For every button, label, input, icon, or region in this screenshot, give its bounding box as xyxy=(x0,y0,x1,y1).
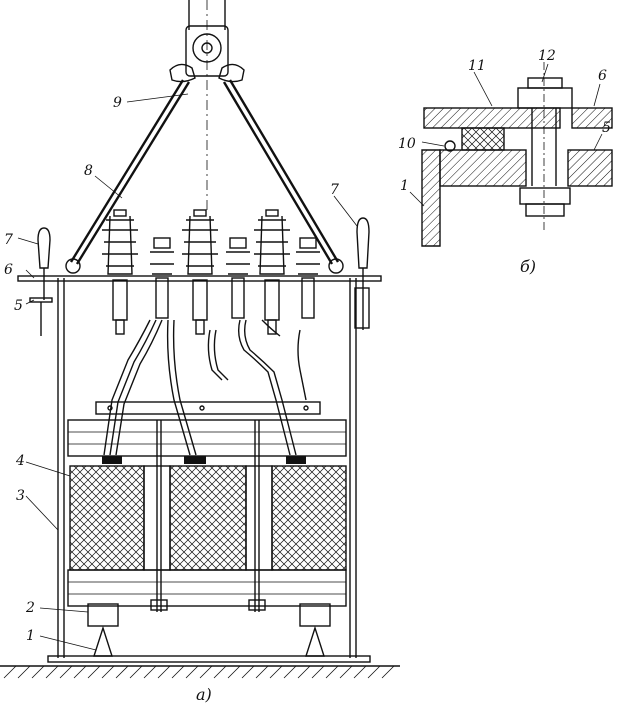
callout-3: 3 xyxy=(16,488,25,504)
callout-1-detail: 1 xyxy=(400,178,409,194)
lifting-slings xyxy=(65,79,344,274)
callout-1: 1 xyxy=(26,628,35,644)
support-bar xyxy=(95,401,321,415)
callout-5-detail: 5 xyxy=(602,120,611,136)
lead-wires xyxy=(103,319,307,456)
frame-posts xyxy=(57,278,357,658)
guide-rods xyxy=(37,217,370,330)
callout-5: 5 xyxy=(14,298,23,314)
callout-12: 12 xyxy=(538,48,556,64)
callout-7-right: 7 xyxy=(330,182,339,198)
windings xyxy=(69,465,347,571)
upper-yoke xyxy=(67,419,347,464)
callout-10: 10 xyxy=(398,136,416,152)
bushings xyxy=(102,209,320,335)
caption-b: б) xyxy=(520,257,536,276)
figure-a-main-view: 9 8 7 7 6 5 4 3 2 1 а) xyxy=(0,0,400,704)
callout-4: 4 xyxy=(15,453,25,469)
callout-6: 6 xyxy=(4,262,13,278)
callout-8: 8 xyxy=(84,163,93,179)
floor xyxy=(0,655,400,679)
callout-2: 2 xyxy=(25,600,35,616)
lower-yoke xyxy=(67,569,347,607)
yoke-beam xyxy=(17,275,382,336)
tie-rods xyxy=(150,420,266,612)
callout-9: 9 xyxy=(113,95,122,111)
supports xyxy=(87,603,331,657)
callout-6-detail: 6 xyxy=(598,68,607,84)
caption-a: а) xyxy=(196,685,212,704)
callout-7-left: 7 xyxy=(4,232,13,248)
leader-lines xyxy=(17,93,358,651)
crane-hook xyxy=(169,0,245,210)
callout-11: 11 xyxy=(468,58,486,74)
figure-b-detail-view: 11 12 6 5 10 1 б) xyxy=(398,48,613,276)
